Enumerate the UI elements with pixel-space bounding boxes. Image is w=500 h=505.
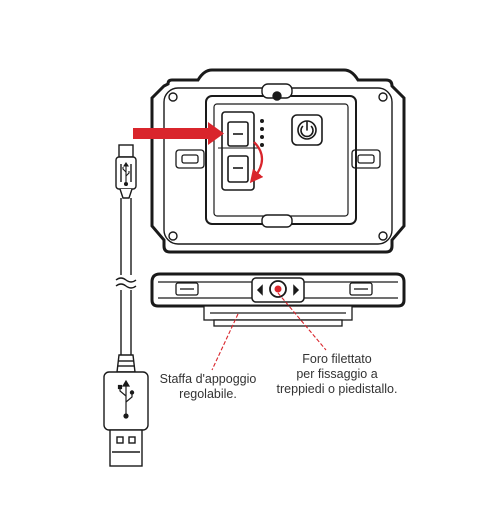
stand-callout-line-2: regolabile. xyxy=(179,387,237,401)
stand-callout: Staffa d'appoggio regolabile. xyxy=(148,372,268,402)
usb-trident-icon xyxy=(122,162,130,187)
screw-bosses xyxy=(168,92,388,241)
port-block xyxy=(218,111,258,191)
bottom-latch xyxy=(261,214,293,228)
thread-hole-callout-line-2: per fissaggio a xyxy=(296,367,378,381)
leader-thread-hole xyxy=(277,292,327,351)
indicator-dots xyxy=(260,119,264,147)
threaded-hole xyxy=(269,280,287,298)
leader-stand xyxy=(211,313,239,371)
adjustable-stand xyxy=(203,305,353,327)
thread-hole-callout-line-1: Foro filettato xyxy=(302,352,372,366)
housing-outer xyxy=(150,68,406,254)
cable-break xyxy=(115,277,137,289)
insert-arrow-icon xyxy=(133,122,224,145)
stand-callout-line-1: Staffa d'appoggio xyxy=(159,372,257,386)
thread-hole-callout-line-3: treppiedi o piedistallo. xyxy=(276,382,398,396)
side-clips xyxy=(175,149,381,169)
device-back-view xyxy=(150,68,406,254)
power-icon xyxy=(300,121,314,138)
cable-lower xyxy=(120,290,132,355)
top-latch xyxy=(261,83,293,101)
strain-relief xyxy=(116,354,136,373)
side-view-clips xyxy=(175,282,373,296)
cable-upper xyxy=(120,198,132,275)
device-side-view xyxy=(150,272,406,327)
usb-trident-icon xyxy=(117,379,135,419)
rotate-arrow-icon xyxy=(249,141,264,184)
callout-leaders xyxy=(211,292,327,371)
thread-hole-callout: Foro filettato per fissaggio a treppiedi… xyxy=(262,352,412,397)
